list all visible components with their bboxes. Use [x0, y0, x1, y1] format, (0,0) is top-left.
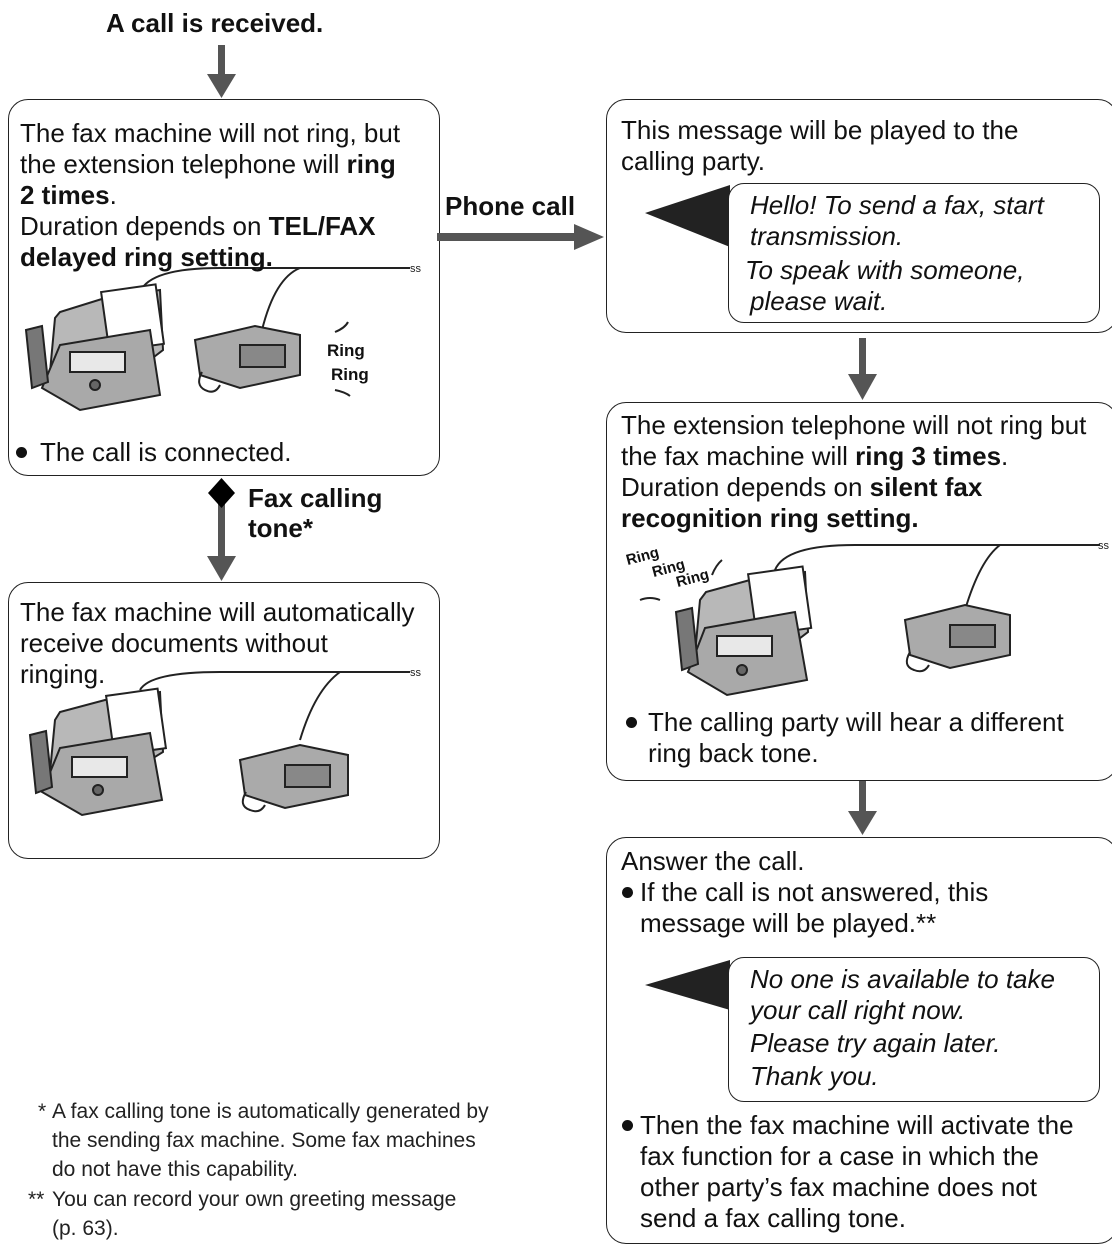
- box1-line4: Duration depends on TEL/FAX: [20, 211, 376, 242]
- ring-label-2: Ring: [331, 365, 369, 384]
- footnote-1-line2: the sending fax machine. Some fax machin…: [52, 1129, 476, 1152]
- box4-line2-end: .: [1001, 441, 1009, 471]
- fax-phone-illustration-3: ss: [639, 540, 1110, 697]
- speech-bubble-greeting: [728, 183, 1100, 323]
- box3-line2: calling party.: [621, 146, 766, 176]
- box4-line3: Duration depends on silent fax: [621, 472, 982, 503]
- bullet-dot: [16, 447, 27, 458]
- box1-line3-text: .: [109, 180, 117, 210]
- speech-bubble-unavailable: [728, 957, 1100, 1102]
- footnote-2-line2: (p. 63).: [52, 1217, 119, 1240]
- arrow-start: [207, 45, 236, 98]
- footnote-1-line1: A fax calling tone is automatically gene…: [52, 1100, 489, 1123]
- box4-line3-bold: silent fax: [869, 472, 983, 502]
- fax-phone-illustration-2: ss: [28, 667, 422, 817]
- svg-text:ss: ss: [410, 263, 422, 275]
- box1-bullet: The call is connected.: [40, 437, 292, 467]
- box-silent-fax-ring: [606, 402, 1112, 781]
- box4-bullet-line2: ring back tone.: [648, 738, 819, 768]
- box5-bullet2-line1: Then the fax machine will activate the: [640, 1110, 1074, 1140]
- start-label: A call is received.: [106, 8, 324, 38]
- box1-line3-bold: 2 times: [20, 180, 110, 210]
- greeting-msg-4: please wait.: [750, 286, 888, 316]
- ring-label-1: Ring: [327, 341, 365, 360]
- box1-line4-text: Duration depends on: [20, 211, 269, 241]
- box5-line1: Answer the call.: [621, 846, 805, 876]
- bubble-pointer-1: [645, 185, 730, 247]
- box1-line2-bold: ring: [346, 149, 396, 179]
- unavailable-msg-2: your call right now.: [750, 995, 966, 1025]
- arrow-to-answer: [848, 781, 877, 835]
- box2-line1: The fax machine will automatically: [20, 597, 415, 627]
- footnote-2-mark: **: [28, 1188, 45, 1211]
- box4-line1: The extension telephone will not ring bu…: [621, 410, 1087, 440]
- box5-bullet1-line1: If the call is not answered, this: [640, 877, 989, 907]
- bullet-dot: [622, 1120, 633, 1131]
- unavailable-msg-4: Thank you.: [750, 1061, 879, 1091]
- greeting-msg-1: Hello! To send a fax, start: [750, 190, 1044, 220]
- box-incoming-call: [8, 99, 440, 476]
- box4-line2-text: the fax machine will: [621, 441, 856, 471]
- box2-line3: ringing.: [20, 659, 106, 689]
- box5-bullet1-line2: message will be played.**: [640, 908, 937, 938]
- box1-line3: 2 times.: [20, 180, 117, 211]
- box4-line2: the fax machine will ring 3 times.: [621, 441, 1008, 472]
- fax-tone-label-1: Fax calling: [248, 483, 383, 513]
- arrow-fax-tone: [207, 478, 236, 581]
- box3-line1: This message will be played to the: [621, 115, 1019, 145]
- box4-line2-bold: ring 3 times: [855, 441, 1002, 471]
- svg-text:ss: ss: [1098, 540, 1110, 552]
- bullet-dot: [626, 717, 637, 728]
- box1-line1: The fax machine will not ring, but: [20, 118, 401, 148]
- footnote-2-line1: You can record your own greeting message: [52, 1188, 457, 1211]
- greeting-msg-2: transmission.: [750, 221, 904, 251]
- box4-line4: recognition ring setting.: [621, 503, 919, 533]
- arrow-to-silent-ring: [848, 338, 877, 400]
- box1-line2: the extension telephone will ring: [20, 149, 396, 180]
- unavailable-msg-3: Please try again later.: [750, 1028, 1001, 1058]
- box2-line2: receive documents without: [20, 628, 328, 658]
- phone-call-label: Phone call: [445, 191, 576, 221]
- bubble-pointer-2: [645, 960, 730, 1010]
- fax-phone-illustration-1: ss: [24, 263, 422, 412]
- unavailable-msg-1: No one is available to take: [750, 964, 1055, 994]
- footnote-1-line3: do not have this capability.: [52, 1158, 298, 1181]
- fax-tone-label-2: tone*: [248, 513, 313, 543]
- box1-line4-bold: TEL/FAX: [268, 211, 376, 241]
- box5-bullet2-line4: send a fax calling tone.: [640, 1203, 906, 1233]
- box4-line3-text: Duration depends on: [621, 472, 870, 502]
- box4-bullet-line1: The calling party will hear a different: [648, 707, 1064, 737]
- svg-text:ss: ss: [410, 667, 422, 679]
- box1-line5: delayed ring setting.: [20, 242, 273, 272]
- bullet-dot: [622, 887, 633, 898]
- arrow-phone-call: [437, 224, 604, 250]
- box5-bullet2-line2: fax function for a case in which the: [640, 1141, 1039, 1171]
- box5-bullet2-line3: other party’s fax machine does not: [640, 1172, 1037, 1202]
- greeting-msg-3: To speak with someone,: [745, 255, 1025, 285]
- box1-line2-text: the extension telephone will: [20, 149, 347, 179]
- footnote-1-mark: *: [38, 1100, 47, 1123]
